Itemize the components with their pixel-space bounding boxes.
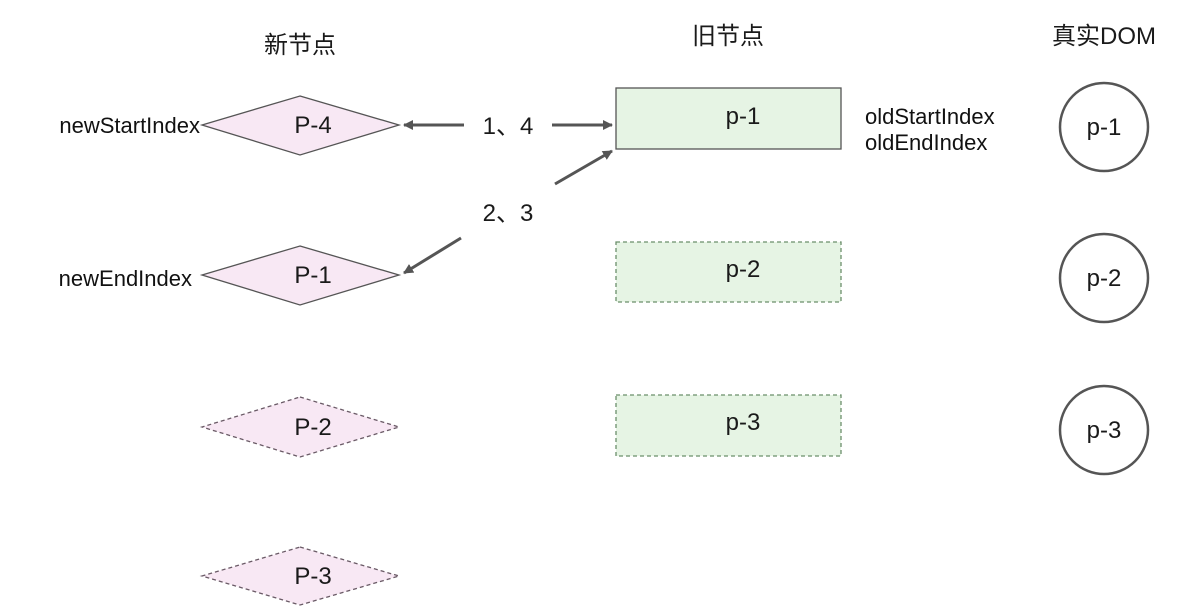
old-node-1-label: p-1	[726, 103, 761, 130]
old-node-2-shape	[615, 241, 842, 303]
new-node-4-label: P-3	[294, 563, 331, 590]
dom-node-2-label: p-2	[1087, 265, 1122, 292]
arrow-step2-to-old-start	[554, 149, 613, 186]
new-node-4: P-3	[199, 546, 402, 606]
dom-node-1-shape	[1058, 81, 1150, 173]
old-node-2-label: p-2	[726, 256, 761, 283]
step-label-first: 1、4	[483, 113, 534, 140]
step-label-second: 2、3	[483, 200, 534, 227]
dom-node-2: p-2	[1058, 232, 1150, 324]
column-title-real-dom: 真实DOM	[1052, 23, 1156, 50]
new-node-4-shape	[199, 546, 402, 606]
dom-node-3-label: p-3	[1087, 417, 1122, 444]
dom-node-1: p-1	[1058, 81, 1150, 173]
old-node-3: p-3	[615, 394, 842, 457]
new-end-index-label: newEndIndex	[59, 266, 192, 291]
old-node-1-shape	[615, 87, 842, 150]
dom-node-3: p-3	[1058, 384, 1150, 476]
column-title-new-nodes: 新节点	[264, 32, 336, 59]
old-node-3-shape	[615, 394, 842, 457]
new-node-3-label: P-2	[294, 414, 331, 441]
new-node-2-label: P-1	[294, 262, 331, 289]
old-node-2: p-2	[615, 241, 842, 303]
new-node-1: P-4	[199, 95, 402, 156]
arrow-step2-to-new-end	[403, 236, 462, 275]
old-node-3-label: p-3	[726, 409, 761, 436]
old-node-1: p-1	[615, 87, 842, 150]
dom-node-1-label: p-1	[1087, 114, 1122, 141]
column-title-old-nodes: 旧节点	[692, 23, 764, 50]
new-node-3: P-2	[199, 396, 402, 458]
dom-node-2-shape	[1058, 232, 1150, 324]
old-start-index-label: oldStartIndex	[865, 104, 995, 129]
new-node-2: P-1	[199, 245, 402, 306]
new-start-index-label: newStartIndex	[59, 113, 200, 138]
new-node-1-label: P-4	[294, 112, 331, 139]
new-node-2-shape	[199, 245, 402, 306]
dom-node-3-shape	[1058, 384, 1150, 476]
new-node-1-shape	[199, 95, 402, 156]
new-node-3-shape	[199, 396, 402, 458]
old-end-index-label: oldEndIndex	[865, 130, 987, 155]
